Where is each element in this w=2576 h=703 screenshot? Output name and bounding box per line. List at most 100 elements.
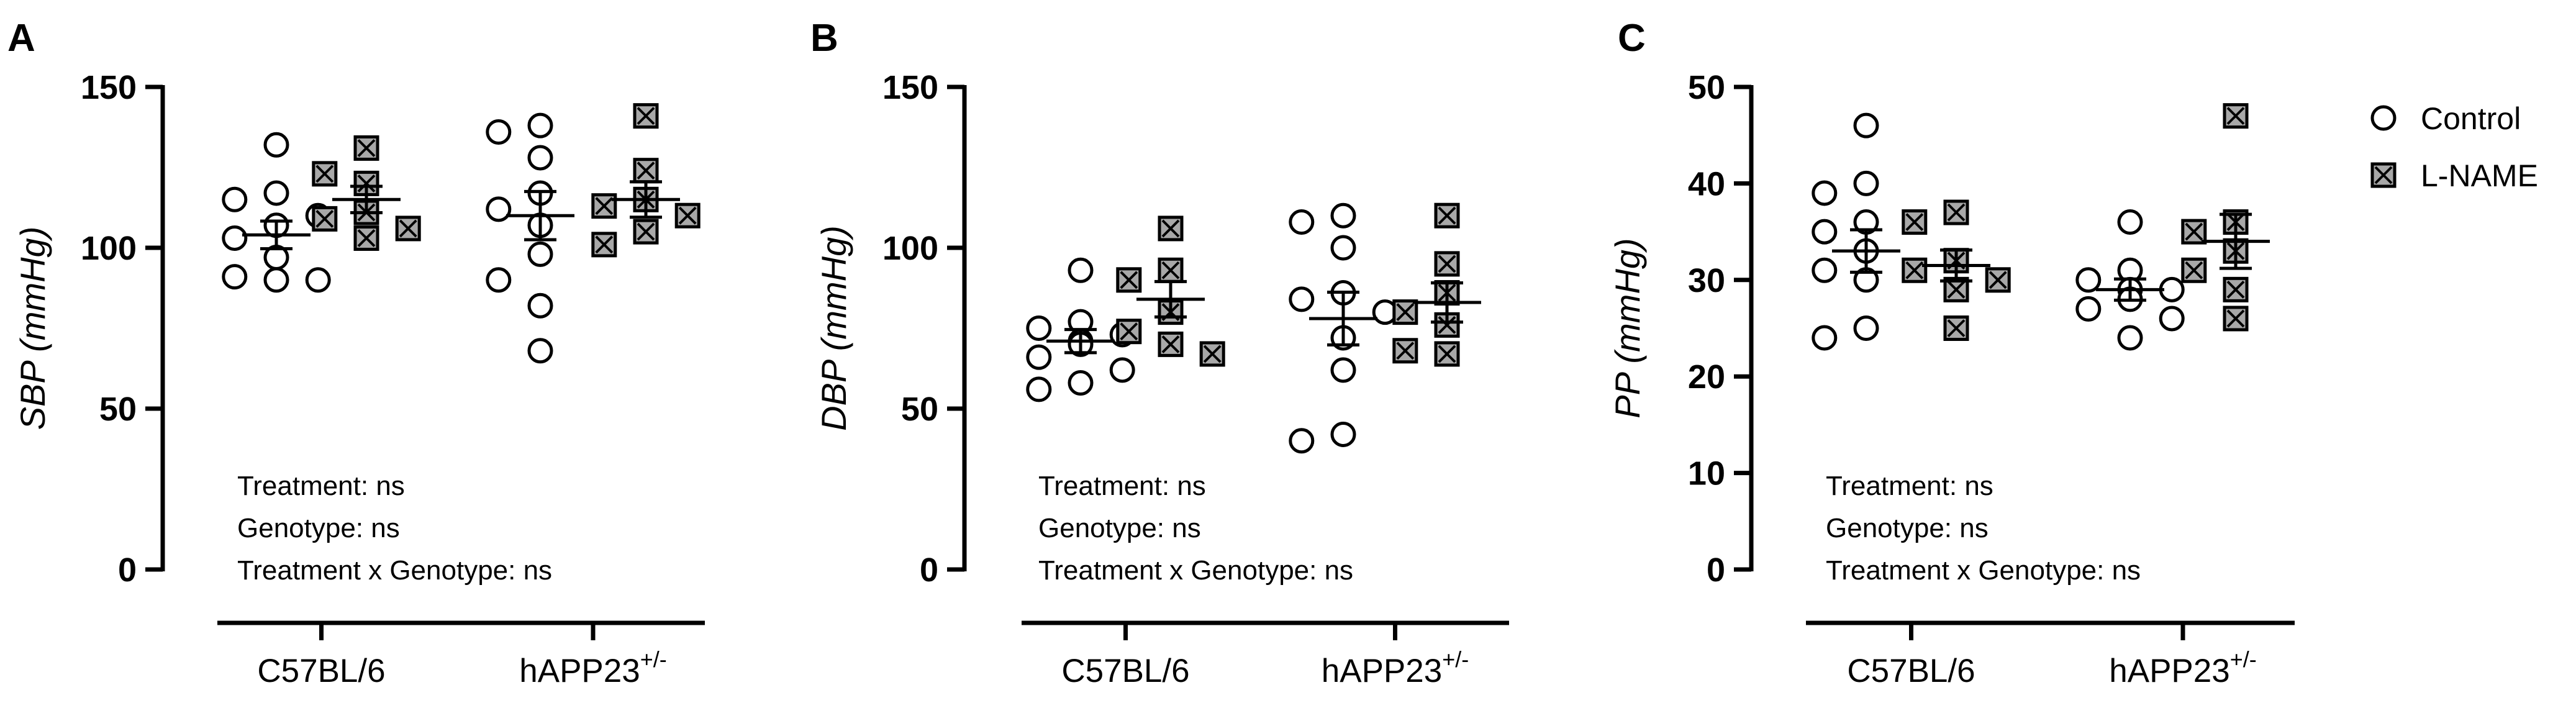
x-tick-label: C57BL/6 (257, 653, 385, 689)
data-point-cross (1396, 342, 1415, 360)
legend-label: Control (2421, 101, 2521, 136)
data-point-cross (357, 174, 376, 193)
data-point-cross (1438, 206, 1456, 225)
stat-line: Treatment: ns (1826, 471, 1993, 501)
panel-letter: A (7, 17, 35, 60)
data-point (1902, 257, 1928, 283)
data-point-cross (357, 139, 376, 157)
y-tick-label: 40 (1688, 165, 1725, 202)
control-series (1289, 202, 1398, 454)
data-point (1812, 325, 1838, 351)
y-tick-label: 100 (882, 230, 938, 267)
data-point (527, 145, 553, 171)
data-point (527, 241, 553, 267)
stat-line: Genotype: ns (1038, 513, 1201, 543)
data-point (2075, 267, 2102, 293)
data-point-cross (637, 107, 655, 125)
data-point (1289, 286, 1315, 312)
control-series (2075, 209, 2185, 351)
l-name-series (1902, 199, 2011, 341)
data-point (1943, 199, 1969, 225)
data-point (263, 132, 289, 158)
data-point (1199, 341, 1225, 367)
stat-line: Treatment: ns (237, 471, 405, 501)
data-point-cross (1203, 345, 1222, 363)
x-tick-label: C57BL/6 (1061, 653, 1189, 689)
data-point (1434, 202, 1460, 229)
data-point (263, 180, 289, 206)
data-point (395, 215, 421, 242)
data-point (2223, 276, 2249, 302)
data-point (1392, 338, 1418, 364)
data-point (1109, 357, 1135, 383)
data-point (1116, 267, 1142, 293)
l-name-series (312, 135, 421, 251)
data-point (527, 293, 553, 319)
y-tick-label: 150 (81, 69, 137, 106)
data-point (1026, 344, 1052, 370)
data-point (2223, 306, 2249, 332)
data-point (1026, 376, 1052, 402)
data-point (1158, 257, 1184, 283)
data-point-cross (637, 222, 655, 241)
x-tick-label: hAPP23+/- (1322, 646, 1469, 689)
stat-line: Treatment x Genotype: ns (237, 555, 552, 586)
y-axis-label: SBP (mmHg) (13, 227, 52, 430)
data-point (1289, 209, 1315, 235)
y-tick-label: 50 (99, 391, 137, 428)
data-point (1392, 299, 1418, 325)
data-point (2159, 306, 2185, 332)
data-point (633, 219, 659, 245)
l-name-series (591, 103, 701, 258)
data-point (1068, 370, 1094, 396)
data-point (1902, 209, 1928, 235)
data-point-cross (1438, 315, 1456, 334)
control-series (486, 112, 574, 364)
data-point-cross (1989, 271, 2007, 289)
data-point-cross (399, 219, 417, 238)
y-tick-label: 10 (1688, 455, 1725, 492)
data-point-cross (357, 229, 376, 247)
data-point-cross (1120, 322, 1138, 341)
data-point (222, 225, 248, 251)
data-point (305, 267, 331, 293)
data-point-cross (2226, 309, 2245, 328)
y-tick-label: 150 (882, 69, 938, 106)
data-point (1330, 235, 1356, 261)
x-tick-label: hAPP23+/- (2109, 646, 2257, 689)
data-point (674, 202, 701, 229)
data-point (1943, 315, 1969, 341)
data-point (312, 161, 338, 187)
control-series (1812, 112, 1900, 351)
data-point (1330, 202, 1356, 229)
data-point (1812, 219, 1838, 245)
data-point (1853, 315, 1879, 341)
data-point (1158, 331, 1184, 357)
data-point (1289, 428, 1315, 454)
panel-letter: B (810, 17, 838, 60)
data-point-cross (2226, 280, 2245, 299)
y-tick-label: 0 (920, 551, 938, 589)
data-point (1434, 341, 1460, 367)
data-point-cross (2185, 261, 2203, 279)
data-point (633, 158, 659, 184)
data-point (1158, 215, 1184, 242)
data-point (2117, 325, 2143, 351)
data-point (1330, 357, 1356, 383)
data-point-cross (595, 235, 614, 254)
data-point (222, 264, 248, 290)
stat-line: Treatment: ns (1038, 471, 1206, 501)
data-point (527, 112, 553, 138)
data-point (2181, 219, 2207, 245)
data-point (1985, 267, 2011, 293)
data-point (591, 193, 617, 219)
data-point-cross (2226, 107, 2245, 125)
stat-line: Genotype: ns (237, 513, 400, 543)
data-point-cross (595, 197, 614, 215)
data-point (1853, 170, 1879, 196)
data-point-cross (678, 206, 697, 225)
data-point-cross (637, 161, 655, 180)
